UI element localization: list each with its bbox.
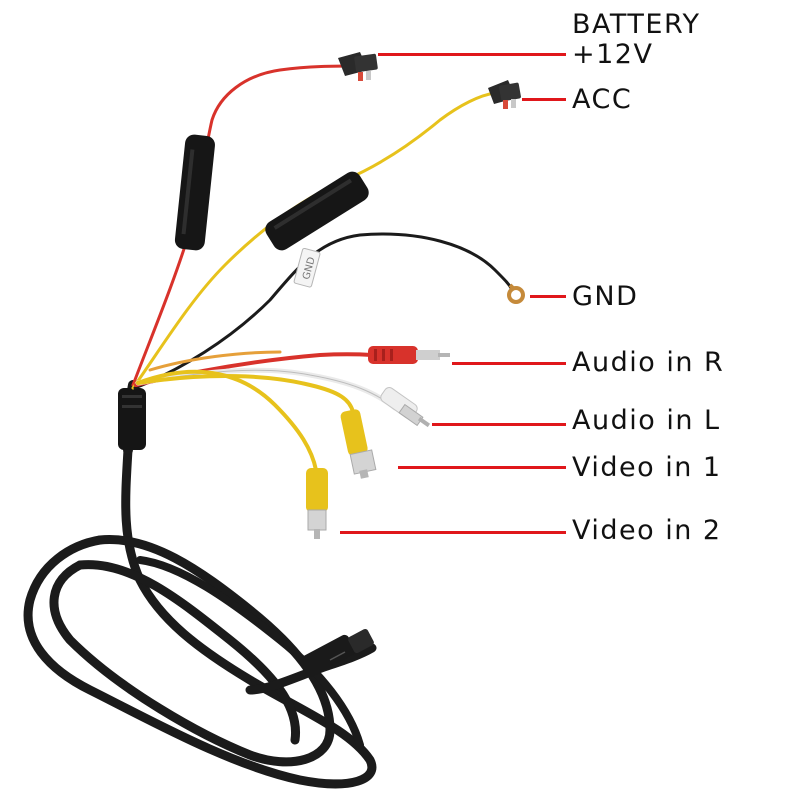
wires <box>131 64 514 472</box>
fuse-tap-plug-icon <box>338 52 378 81</box>
label-battery: BATTERY +12V <box>572 10 701 70</box>
leader-line-gnd <box>530 295 566 298</box>
leader-line-audio-l <box>432 423 566 426</box>
leader-line-video-1 <box>398 466 566 469</box>
rca-plug-yellow-icon <box>340 409 377 479</box>
rca-plug-white-icon <box>380 387 431 428</box>
label-gnd: GND <box>572 281 639 312</box>
inline-fuse-holder-icon <box>174 134 215 251</box>
label-acc: ACC <box>572 84 633 115</box>
label-audio-in-l: Audio in L <box>572 405 721 436</box>
label-battery-line1: BATTERY <box>572 9 701 40</box>
label-video-in-2: Video in 2 <box>572 515 722 546</box>
label-audio-in-r: Audio in R <box>572 347 725 378</box>
inline-fuse-holder-icon <box>265 171 369 251</box>
rca-plug-yellow-icon <box>306 468 328 539</box>
rca-plug-red-icon <box>368 346 450 364</box>
gnd-wire-tag: GND <box>293 247 321 288</box>
label-battery-line2: +12V <box>572 39 654 70</box>
cable-boot-icon <box>118 388 146 450</box>
leader-line-acc <box>522 98 566 101</box>
ring-terminal-icon <box>507 283 525 304</box>
fuse-tap-plug-icon <box>488 80 521 109</box>
leader-line-audio-r <box>452 362 566 365</box>
leader-line-video-2 <box>340 531 566 534</box>
aviation-connector-icon <box>299 628 374 677</box>
leader-line-battery <box>378 53 566 56</box>
label-video-in-1: Video in 1 <box>572 452 722 483</box>
